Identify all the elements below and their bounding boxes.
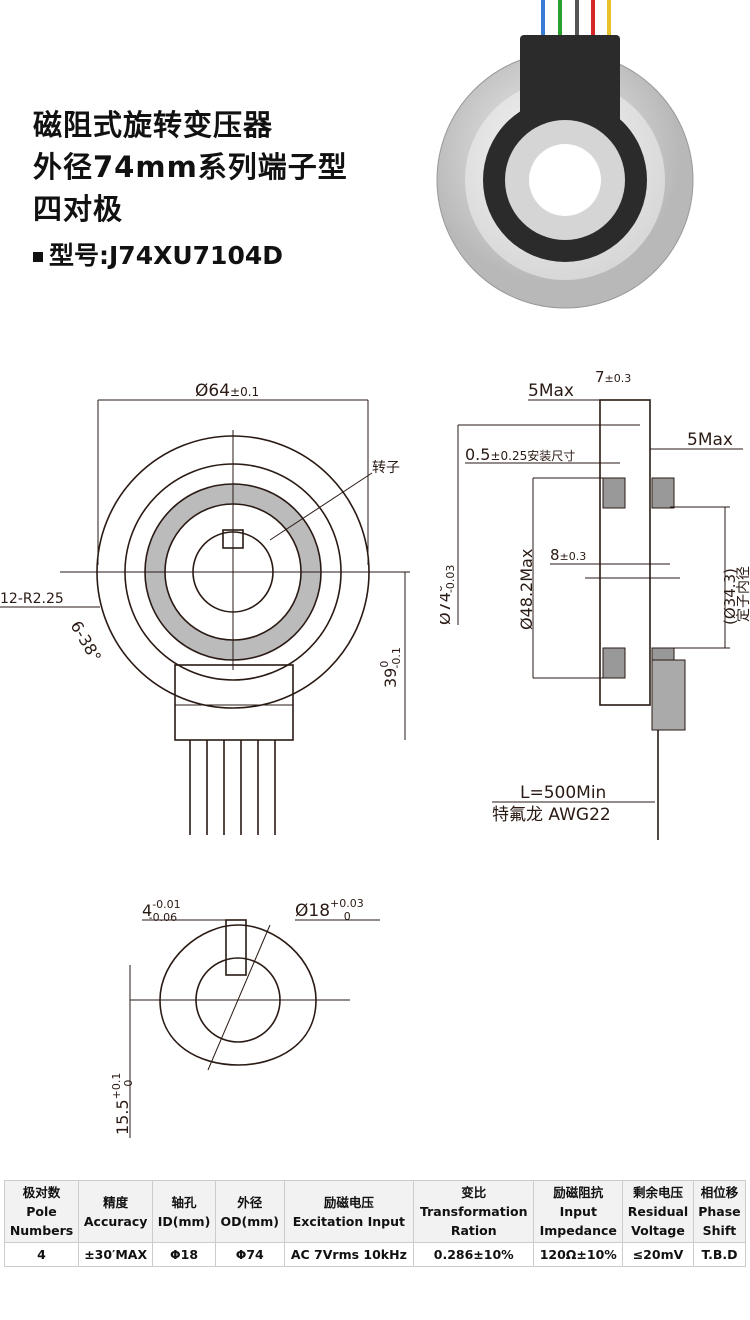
cell: 4: [3, 1242, 80, 1267]
front-view-drawing: Ø64±0.1 转子 12-R2.25 6-38° 390-0.1: [0, 381, 410, 835]
cell: Φ18: [152, 1242, 216, 1267]
side-view-drawing: 7±0.3 5Max 5Max 0.5±0.25安装尺寸 Ø740-0.03 Ø…: [440, 368, 750, 840]
wires: [541, 0, 611, 40]
front-od-label: Ø64±0.1: [195, 381, 259, 401]
inner-label: 8±0.3: [550, 546, 586, 564]
table-row: 4 ±30′MAX Φ18 Φ74 AC 7Vrms 10kHz 0.286±1…: [3, 1242, 747, 1267]
cell: Φ74: [214, 1242, 285, 1267]
key-label: 4-0.01-0.06: [142, 898, 181, 924]
cell: 120Ω±10%: [533, 1242, 624, 1267]
depth-label: 15.5+0.10: [110, 1073, 135, 1135]
lead-length-label: L=500Min: [520, 783, 606, 803]
holes-label: 12-R2.25: [0, 591, 64, 607]
cell: ±30′MAX: [78, 1242, 154, 1267]
title-line-3: 四对极: [33, 192, 124, 226]
angle-label: 6-38°: [67, 618, 106, 666]
max-dia-label: Ø48.2Max: [517, 549, 536, 630]
cell: ≤20mV: [622, 1242, 694, 1267]
stator-id-label: (Ø34.3): [721, 568, 739, 625]
wire-label: 特氟龙 AWG22: [492, 805, 611, 825]
width-label: 7±0.3: [595, 368, 631, 386]
max-right-label: 5Max: [687, 430, 733, 450]
od-label: Ø740-0.03: [440, 565, 457, 625]
cell: T.B.D: [692, 1242, 747, 1267]
pins: [189, 740, 276, 835]
title-line-2: 外径74mm系列端子型: [33, 150, 348, 184]
stator-label: 定子内径: [736, 566, 750, 622]
max-left-label: 5Max: [528, 381, 574, 401]
bullet-icon: [33, 252, 43, 262]
model-number: 型号:J74XU7104D: [33, 236, 283, 272]
model-text: 型号:J74XU7104D: [49, 241, 283, 270]
mount-label: 0.5±0.25安装尺寸: [465, 445, 575, 464]
title-line-1: 磁阻式旋转变压器: [33, 108, 274, 142]
height-label: 390-0.1: [378, 647, 403, 688]
product-photo: [436, 0, 694, 309]
cell: 0.286±10%: [413, 1242, 535, 1267]
rotor-label: 转子: [372, 460, 400, 476]
cell: AC 7Vrms 10kHz: [283, 1242, 415, 1267]
